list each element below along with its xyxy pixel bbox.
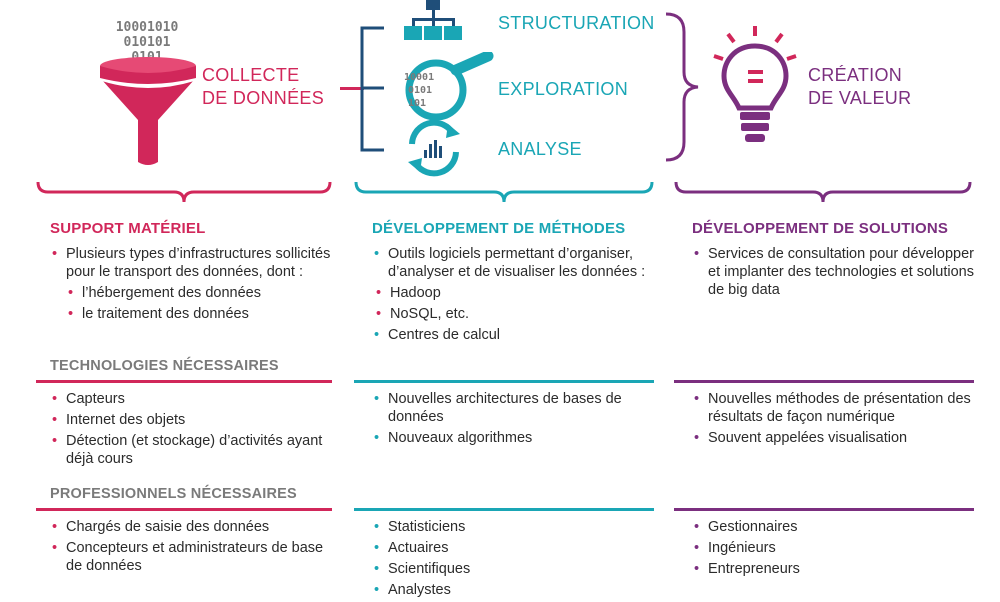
- magnifier-binary-3: 101: [408, 98, 426, 109]
- col1-pro-divider: [36, 508, 332, 511]
- col2-sub-2: NoSQL, etc.: [372, 305, 662, 323]
- col1-pro-item-2: Concepteurs et administrateurs de base d…: [50, 539, 340, 575]
- analyse-label: ANALYSE: [498, 139, 582, 159]
- col3-tech-divider: [674, 380, 974, 383]
- lightbulb-icon: [713, 26, 797, 142]
- col2-intro: Outils logiciels permettant d’organiser,…: [372, 245, 662, 281]
- col2-title: DÉVELOPPEMENT DE MÉTHODES: [372, 220, 626, 237]
- right-brace: [665, 12, 699, 162]
- col2-pro-item-2: Actuaires: [372, 539, 652, 557]
- col2-tech-block: Nouvelles architectures de bases de donn…: [372, 390, 652, 450]
- col2-tech-item-2: Nouveaux algorithmes: [372, 429, 652, 447]
- col2-extra: Centres de calcul: [372, 326, 662, 344]
- brace-col3: [674, 181, 972, 203]
- section-professionnels-title: PROFESSIONNELS NÉCESSAIRES: [50, 486, 297, 502]
- col1-tech-item-2: Internet des objets: [50, 411, 340, 429]
- col1-tech-item-1: Capteurs: [50, 390, 340, 408]
- col3-pro-item-1: Gestionnaires: [692, 518, 972, 536]
- col3-pro-list: Gestionnaires Ingénieurs Entrepreneurs: [692, 518, 972, 578]
- magnifier-icon: 10001 0101 101: [404, 52, 494, 121]
- col2-pro-divider: [354, 508, 654, 511]
- column-solutions: DÉVELOPPEMENT DE SOLUTIONS Services de c…: [692, 220, 982, 302]
- brace-col2: [354, 181, 654, 203]
- col1-main-list: Plusieurs types d’infrastructures sollic…: [50, 245, 340, 323]
- exploration-label: EXPLORATION: [498, 79, 628, 99]
- col2-pro-item-4: Analystes: [372, 581, 652, 599]
- col2-sub-1: Hadoop: [372, 284, 662, 302]
- binary-line-1: 10001010: [115, 20, 179, 35]
- col1-tech-divider: [36, 380, 332, 383]
- section-technologies-title: TECHNOLOGIES NÉCESSAIRES: [50, 358, 279, 374]
- col3-pro-item-2: Ingénieurs: [692, 539, 972, 557]
- creation-label: CRÉATION DE VALEUR: [808, 64, 911, 110]
- col3-pro-block: Gestionnaires Ingénieurs Entrepreneurs: [692, 518, 972, 581]
- col3-intro: Services de consultation pour développer…: [692, 245, 982, 299]
- col3-tech-item-1: Nouvelles méthodes de présentation des r…: [692, 390, 972, 426]
- col3-pro-divider: [674, 508, 974, 511]
- col3-main-list: Services de consultation pour développer…: [692, 245, 982, 299]
- col2-main-list: Outils logiciels permettant d’organiser,…: [372, 245, 662, 344]
- column-support: SUPPORT MATÉRIEL Plusieurs types d’infra…: [50, 220, 340, 326]
- col3-tech-item-2: Souvent appelées visualisation: [692, 429, 972, 447]
- collecte-label: COLLECTE DE DONNÉES: [202, 64, 324, 110]
- col3-tech-list: Nouvelles méthodes de présentation des r…: [692, 390, 972, 447]
- magnifier-binary-2: 0101: [408, 85, 432, 96]
- col3-pro-item-3: Entrepreneurs: [692, 560, 972, 578]
- col1-intro: Plusieurs types d’infrastructures sollic…: [50, 245, 340, 281]
- col3-tech-block: Nouvelles méthodes de présentation des r…: [692, 390, 972, 450]
- collecte-connector: [340, 87, 364, 90]
- structuration-label: STRUCTURATION: [498, 13, 655, 33]
- col2-pro-item-3: Scientifiques: [372, 560, 652, 578]
- hierarchy-icon: [404, 0, 462, 40]
- collecte-line-1: COLLECTE: [202, 65, 300, 85]
- left-bracket: [360, 26, 384, 152]
- col1-title: SUPPORT MATÉRIEL: [50, 220, 206, 237]
- col1-pro-block: Chargés de saisie des données Concepteur…: [50, 518, 340, 578]
- col2-pro-item-1: Statisticiens: [372, 518, 652, 536]
- col2-tech-item-1: Nouvelles architectures de bases de donn…: [372, 390, 652, 426]
- col1-tech-block: Capteurs Internet des objets Détection (…: [50, 390, 340, 471]
- creation-line-2: DE VALEUR: [808, 88, 912, 108]
- brace-col1: [36, 181, 332, 203]
- magnifier-binary-1: 10001: [404, 72, 434, 83]
- col1-pro-list: Chargés de saisie des données Concepteur…: [50, 518, 340, 575]
- collecte-line-2: DE DONNÉES: [202, 88, 325, 108]
- col1-sub-1: l’hébergement des données: [50, 284, 340, 302]
- analyse-cycle-icon: [408, 119, 460, 177]
- col2-pro-list: Statisticiens Actuaires Scientifiques An…: [372, 518, 652, 599]
- binary-line-2: 010101: [123, 35, 171, 50]
- col1-tech-item-3: Détection (et stockage) d’activités ayan…: [50, 432, 340, 468]
- funnel-icon: [100, 57, 196, 165]
- column-methodes: DÉVELOPPEMENT DE MÉTHODES Outils logicie…: [372, 220, 662, 347]
- col2-tech-divider: [354, 380, 654, 383]
- col1-pro-item-1: Chargés de saisie des données: [50, 518, 340, 536]
- creation-line-1: CRÉATION: [808, 65, 903, 85]
- col1-sub-2: le traitement des données: [50, 305, 340, 323]
- col2-tech-list: Nouvelles architectures de bases de donn…: [372, 390, 652, 447]
- col2-pro-block: Statisticiens Actuaires Scientifiques An…: [372, 518, 652, 602]
- col3-title: DÉVELOPPEMENT DE SOLUTIONS: [692, 220, 949, 237]
- col1-tech-list: Capteurs Internet des objets Détection (…: [50, 390, 340, 468]
